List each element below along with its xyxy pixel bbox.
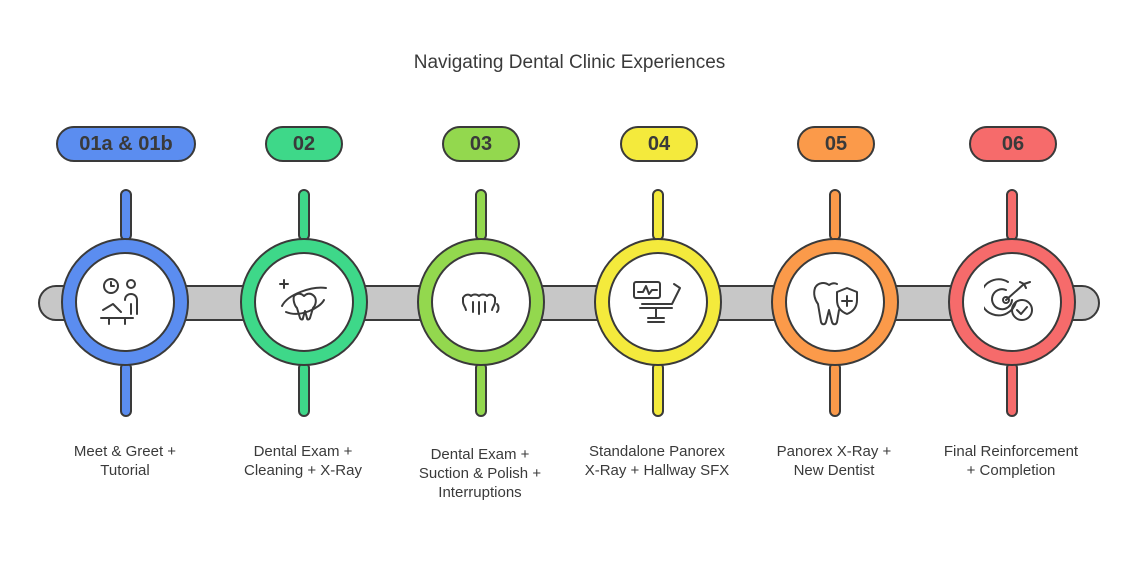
upper-stem <box>120 189 132 241</box>
lower-stem <box>120 362 132 417</box>
upper-stem <box>475 189 487 241</box>
step-badge: 03 <box>442 126 520 162</box>
lower-stem <box>1006 362 1018 417</box>
step-badge: 06 <box>969 126 1057 162</box>
upper-stem <box>1006 189 1018 241</box>
step-badge: 04 <box>620 126 698 162</box>
dental-chair-monitor-icon <box>633 281 681 323</box>
step-label: Dental Exam +Suction & Polish +Interrupt… <box>418 446 542 501</box>
tooth-shield-icon <box>813 282 858 326</box>
step-label: Panorex X-Ray +New Dentist <box>776 443 892 479</box>
step-badge: 05 <box>797 126 875 162</box>
lower-stem <box>298 362 310 417</box>
step-label: Final Reinforcement+ Completion <box>943 443 1079 479</box>
step-ring <box>61 238 189 366</box>
tooth-cleaning-icon <box>279 279 327 321</box>
icon-circle <box>785 252 885 352</box>
icon-circle <box>75 252 175 352</box>
step-badge: 01a & 01b <box>56 126 196 162</box>
step-06: 06 Final Reinforcement+ Completion <box>911 0 1111 581</box>
upper-stem <box>829 189 841 241</box>
lower-stem <box>475 362 487 417</box>
timeline-bar <box>38 285 1100 321</box>
step-ring <box>240 238 368 366</box>
step-01: 01a & 01b Meet & Greet +Tutorial <box>25 0 225 581</box>
diagram-title: Navigating Dental Clinic Experiences <box>413 52 726 73</box>
lower-stem <box>652 362 664 417</box>
step-05: 05 Panorex X-Ray +New Dentist <box>734 0 934 581</box>
teeth-suction-icon <box>462 293 500 315</box>
upper-stem <box>298 189 310 241</box>
step-ring <box>771 238 899 366</box>
step-02: 02 Dental Exam +Cleaning + X-Ray <box>203 0 403 581</box>
icon-circle <box>254 252 354 352</box>
step-03: 03 Dental Exam +Suction & Polish +Interr… <box>380 0 580 581</box>
step-ring <box>594 238 722 366</box>
icon-circle <box>608 252 708 352</box>
icon-circle <box>431 252 531 352</box>
target-check-icon <box>984 278 1033 321</box>
step-label: Dental Exam +Cleaning + X-Ray <box>244 443 362 479</box>
clock-person-icon <box>100 278 138 325</box>
icon-circle <box>962 252 1062 352</box>
lower-stem <box>829 362 841 417</box>
step-ring <box>417 238 545 366</box>
step-ring <box>948 238 1076 366</box>
step-badge: 02 <box>265 126 343 162</box>
upper-stem <box>652 189 664 241</box>
step-label: Meet & Greet +Tutorial <box>73 443 177 479</box>
